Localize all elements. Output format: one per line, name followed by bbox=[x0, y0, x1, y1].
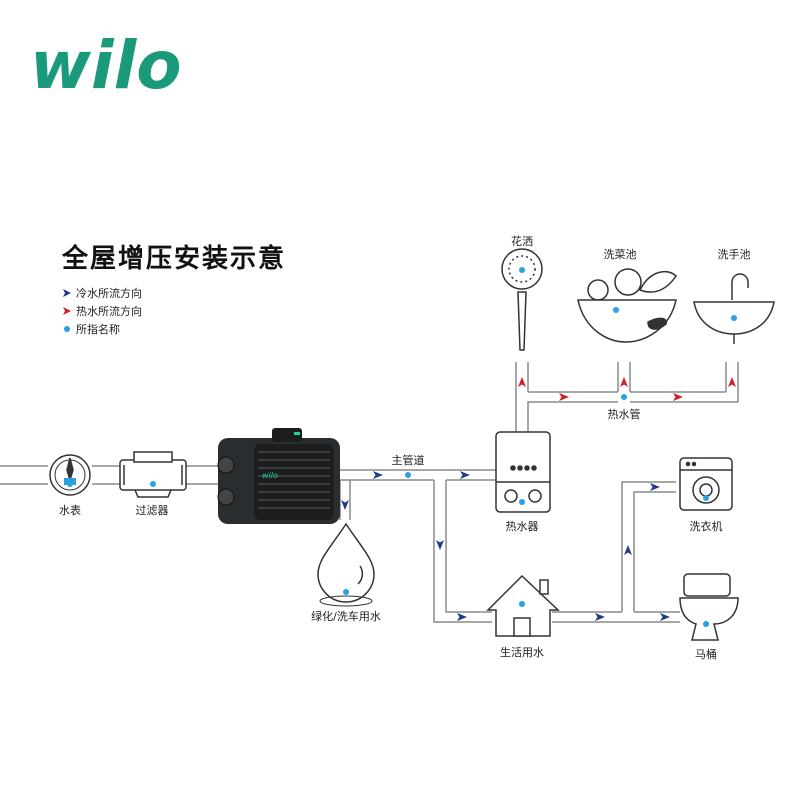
label-meter: 水表 bbox=[59, 504, 81, 517]
wilo-logo: wilo bbox=[30, 30, 182, 100]
hot-main bbox=[528, 362, 739, 403]
label-living: 生活用水 bbox=[500, 646, 544, 659]
inlet-pipe bbox=[0, 465, 48, 485]
living-out-pipe bbox=[552, 611, 680, 623]
point-dot-icon bbox=[62, 324, 72, 334]
water-heater-icon bbox=[495, 431, 551, 513]
living-branch bbox=[433, 480, 492, 623]
label-filter: 过滤器 bbox=[135, 504, 169, 517]
legend-cold-label: 冷水所流方向 bbox=[76, 287, 142, 300]
logo-text: wilo bbox=[30, 30, 182, 100]
label-toilet: 马桶 bbox=[695, 648, 717, 661]
label-washer: 洗衣机 bbox=[689, 520, 723, 533]
legend: 冷水所流方向 热水所流方向 所指名称 bbox=[62, 284, 142, 338]
pump-icon: wilo bbox=[217, 428, 340, 524]
water-meter-icon bbox=[49, 454, 91, 496]
legend-hot: 热水所流方向 bbox=[62, 302, 142, 320]
label-hand-sink: 洗手池 bbox=[717, 248, 751, 261]
label-veg-sink: 洗菜池 bbox=[603, 248, 637, 261]
hot-arrow-icon bbox=[62, 306, 72, 316]
legend-hot-label: 热水所流方向 bbox=[76, 305, 142, 318]
label-main-pipe: 主管道 bbox=[391, 454, 425, 467]
pump-logo: wilo bbox=[262, 471, 278, 480]
legend-point: 所指名称 bbox=[62, 320, 142, 338]
filter-icon bbox=[119, 451, 187, 498]
cold-arrow-icon bbox=[62, 288, 72, 298]
filter-pump-pipe bbox=[186, 465, 218, 485]
label-heater: 热水器 bbox=[505, 520, 539, 533]
label-garden: 绿化/洗车用水 bbox=[311, 610, 381, 623]
page-title: 全屋增压安装示意 bbox=[62, 244, 287, 274]
main-pipe bbox=[340, 469, 498, 481]
water-drop-icon bbox=[317, 522, 375, 607]
legend-cold: 冷水所流方向 bbox=[62, 284, 142, 302]
hot-riser bbox=[515, 362, 618, 432]
shower-icon bbox=[501, 248, 543, 351]
pointer-dots bbox=[67, 267, 737, 627]
meter-filter-pipe bbox=[92, 465, 120, 485]
garden-branch bbox=[339, 480, 351, 520]
legend-point-label: 所指名称 bbox=[76, 323, 120, 336]
label-hot-pipe: 热水管 bbox=[607, 408, 641, 421]
toilet-icon bbox=[679, 573, 739, 641]
hand-sink-icon bbox=[693, 273, 775, 344]
vegetable-basin-icon bbox=[577, 268, 677, 343]
label-shower: 花洒 bbox=[511, 235, 533, 248]
washer-branch bbox=[621, 481, 676, 612]
washing-machine-icon bbox=[679, 457, 733, 511]
